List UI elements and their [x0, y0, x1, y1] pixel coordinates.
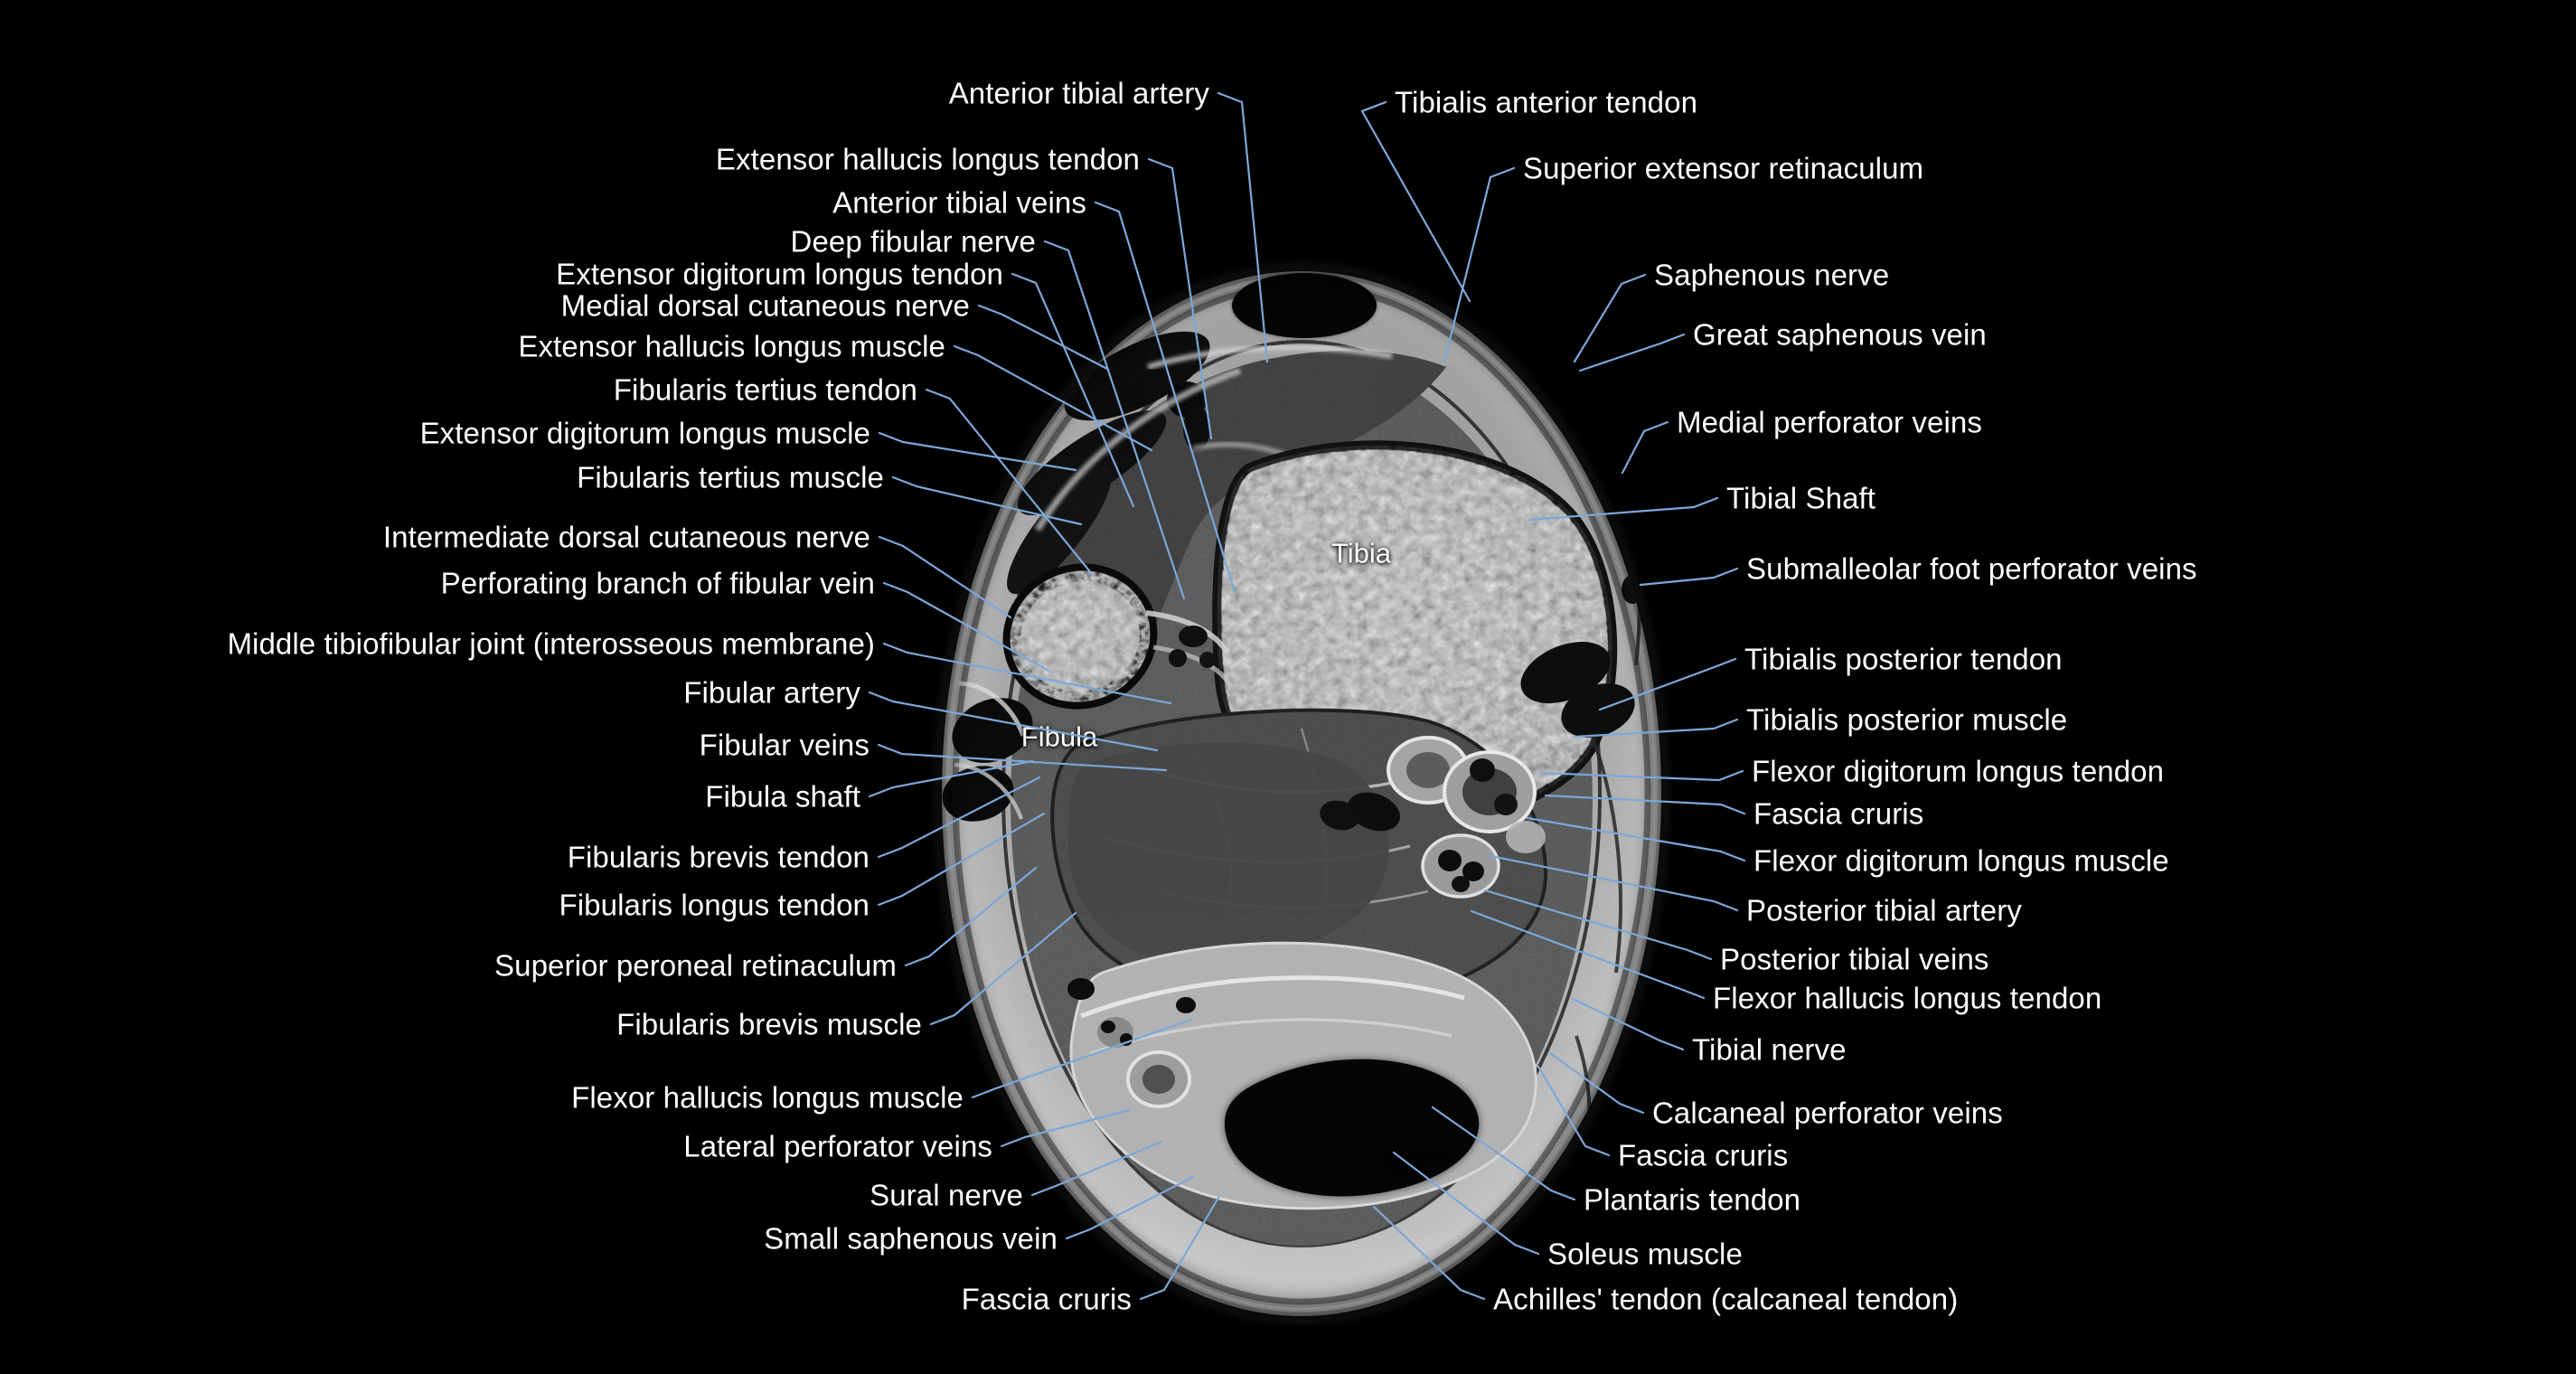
- label-submalleolar-foot-perforator-veins: Submalleolar foot perforator veins: [1746, 551, 2197, 586]
- label-fascia-cruris: Fascia cruris: [961, 1282, 1132, 1316]
- label-small-saphenous-vein: Small saphenous vein: [764, 1221, 1058, 1256]
- label-superior-peroneal-retinaculum: Superior peroneal retinaculum: [494, 948, 897, 983]
- label-flexor-hallucis-longus-muscle: Flexor hallucis longus muscle: [571, 1080, 964, 1115]
- label-anterior-tibial-veins: Anterior tibial veins: [832, 185, 1086, 220]
- label-superior-extensor-retinaculum: Superior extensor retinaculum: [1523, 151, 1924, 185]
- label-extensor-digitorum-longus-tendon: Extensor digitorum longus tendon: [556, 257, 1003, 291]
- label-flexor-digitorum-longus-muscle: Flexor digitorum longus muscle: [1753, 843, 2169, 878]
- label-fascia-cruris: Fascia cruris: [1618, 1138, 1789, 1172]
- in-image-label-tibia: Tibia: [1330, 537, 1392, 569]
- label-fibularis-tertius-tendon: Fibularis tertius tendon: [613, 372, 917, 407]
- label-fibularis-brevis-muscle: Fibularis brevis muscle: [616, 1007, 922, 1041]
- label-posterior-tibial-veins: Posterior tibial veins: [1720, 942, 1989, 976]
- label-fibularis-tertius-muscle: Fibularis tertius muscle: [577, 460, 884, 494]
- label-tibial-shaft: Tibial Shaft: [1726, 481, 1876, 515]
- label-extensor-hallucis-longus-tendon: Extensor hallucis longus tendon: [715, 142, 1140, 176]
- label-fibularis-brevis-tendon: Fibularis brevis tendon: [567, 840, 870, 874]
- label-achilles-tendon-calcaneal-tendon: Achilles' tendon (calcaneal tendon): [1493, 1282, 1959, 1316]
- label-extensor-hallucis-longus-muscle: Extensor hallucis longus muscle: [518, 329, 945, 363]
- label-medial-dorsal-cutaneous-nerve: Medial dorsal cutaneous nerve: [560, 288, 970, 323]
- label-lateral-perforator-veins: Lateral perforator veins: [683, 1129, 992, 1163]
- label-flexor-digitorum-longus-tendon: Flexor digitorum longus tendon: [1752, 754, 2165, 788]
- label-tibialis-posterior-muscle: Tibialis posterior muscle: [1746, 702, 2068, 737]
- label-anterior-tibial-artery: Anterior tibial artery: [948, 76, 1209, 110]
- label-middle-tibiofibular-joint-interosseous-membrane: Middle tibiofibular joint (interosseous …: [227, 626, 875, 661]
- label-flexor-hallucis-longus-tendon: Flexor hallucis longus tendon: [1713, 981, 2102, 1015]
- label-fascia-cruris: Fascia cruris: [1753, 796, 1924, 831]
- label-soleus-muscle: Soleus muscle: [1547, 1237, 1743, 1271]
- label-tibialis-posterior-tendon: Tibialis posterior tendon: [1744, 642, 2063, 676]
- label-sural-nerve: Sural nerve: [870, 1178, 1023, 1212]
- label-fibula-shaft: Fibula shaft: [705, 779, 860, 814]
- label-extensor-digitorum-longus-muscle: Extensor digitorum longus muscle: [419, 416, 870, 450]
- label-fibular-veins: Fibular veins: [699, 728, 870, 762]
- label-tibialis-anterior-tendon: Tibialis anterior tendon: [1395, 85, 1698, 119]
- label-deep-fibular-nerve: Deep fibular nerve: [790, 224, 1036, 259]
- label-plantaris-tendon: Plantaris tendon: [1584, 1182, 1801, 1217]
- mri-axial-slice: [922, 259, 1681, 1325]
- label-saphenous-nerve: Saphenous nerve: [1654, 258, 1890, 292]
- label-intermediate-dorsal-cutaneous-nerve: Intermediate dorsal cutaneous nerve: [382, 520, 870, 554]
- label-fibularis-longus-tendon: Fibularis longus tendon: [559, 888, 870, 922]
- label-posterior-tibial-artery: Posterior tibial artery: [1746, 893, 2022, 927]
- label-perforating-branch-of-fibular-vein: Perforating branch of fibular vein: [440, 566, 875, 600]
- label-tibial-nerve: Tibial nerve: [1692, 1032, 1847, 1067]
- in-image-label-fibula: Fibula: [1020, 720, 1098, 753]
- label-fibular-artery: Fibular artery: [683, 675, 860, 710]
- label-calcaneal-perforator-veins: Calcaneal perforator veins: [1652, 1096, 2003, 1130]
- label-medial-perforator-veins: Medial perforator veins: [1677, 405, 1982, 439]
- label-great-saphenous-vein: Great saphenous vein: [1693, 317, 1987, 352]
- mri-scan-image: Tibia Fibula: [922, 259, 1681, 1325]
